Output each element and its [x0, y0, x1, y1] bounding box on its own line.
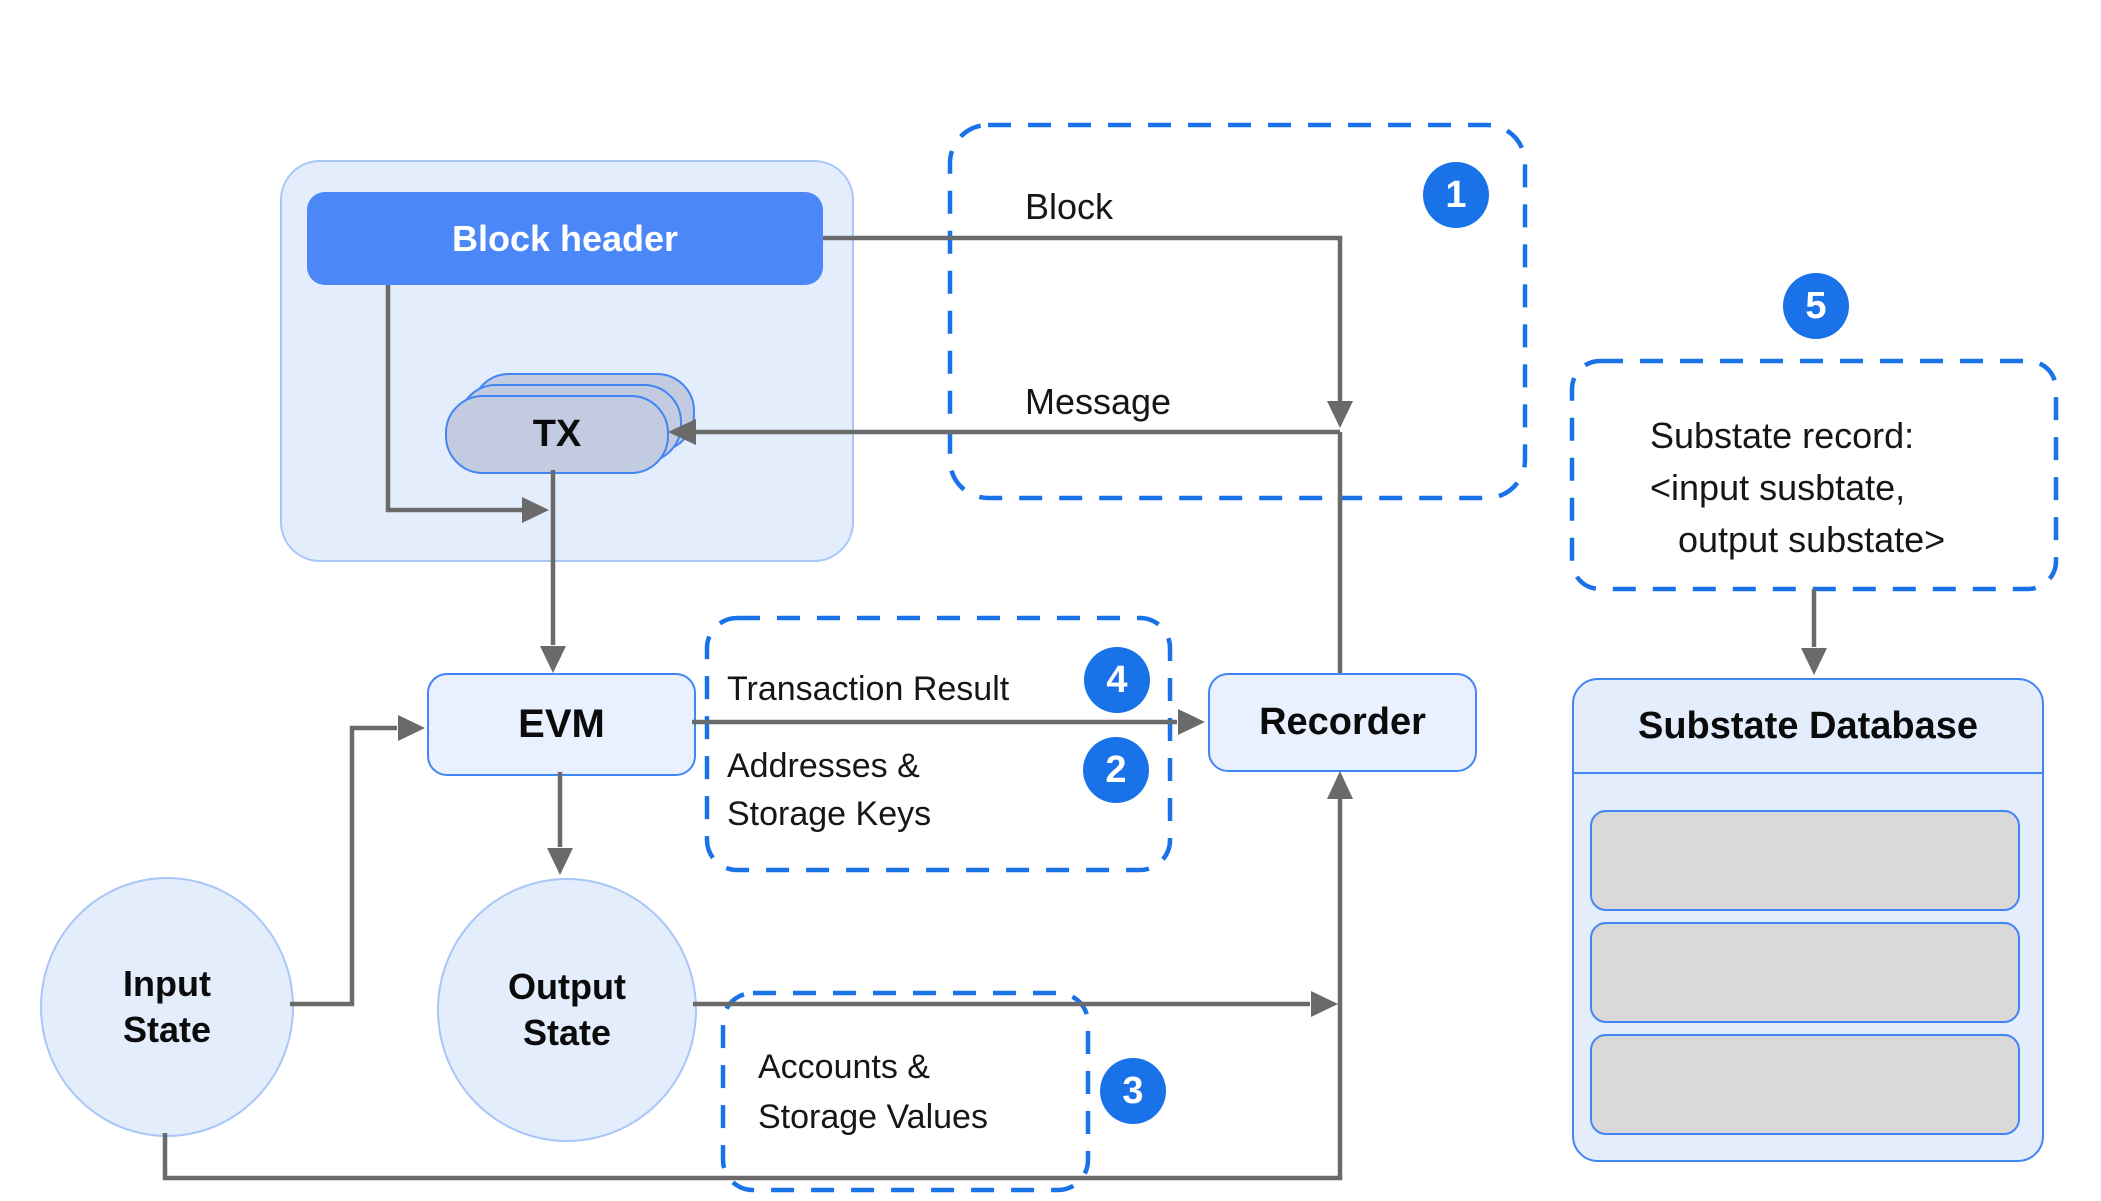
badge-4: 4	[1084, 647, 1150, 713]
group-box-1	[947, 122, 1528, 501]
substate-record-box-text: Substate record: <input susbtate, output…	[1650, 410, 1945, 566]
arrow-message-head	[668, 419, 696, 445]
group-box-2	[704, 615, 1173, 873]
evm-label: EVM	[518, 702, 605, 746]
badge-3: 3	[1100, 1058, 1166, 1124]
arrow-output-to-column-head	[1311, 991, 1338, 1017]
arrow-input-loop-to-recorder	[162, 799, 1343, 1181]
output-state-node: Output State	[437, 878, 697, 1142]
block-header-box: Block header	[307, 192, 823, 285]
arrow-evm-to-output-head	[547, 848, 573, 875]
arrow-header-to-tx	[385, 285, 522, 513]
badge-1-number: 1	[1445, 173, 1467, 216]
block-flow-label: Block	[1025, 186, 1114, 227]
addresses-storage-keys-label: Addresses & Storage Keys	[727, 747, 932, 833]
database-row	[1590, 1034, 2020, 1135]
accounts-storage-values-label: Accounts & Storage Values	[758, 1048, 988, 1136]
arrow-input-to-evm	[290, 725, 397, 1007]
arrow-evm-to-recorder-head	[1178, 709, 1205, 735]
input-state-label: Input State	[122, 963, 212, 1050]
group-box-3	[720, 990, 1091, 1193]
arrow-block	[823, 235, 1343, 401]
tx-label: TX	[532, 413, 582, 455]
database-row	[1590, 922, 2020, 1023]
arrow-block-head	[1327, 401, 1353, 428]
recorder-label: Recorder	[1259, 701, 1426, 743]
substate-record-line2: <input susbtate,	[1650, 467, 1906, 508]
substate-record-line3: output substate>	[1678, 519, 1946, 560]
badge-2-number: 2	[1105, 748, 1127, 791]
message-flow-label: Message	[1025, 381, 1172, 422]
database-row	[1590, 810, 2020, 911]
output-state-label: Output State	[508, 966, 626, 1053]
substate-record-line1: Substate record:	[1650, 415, 1915, 456]
recorder-node: Recorder	[1208, 673, 1477, 772]
badge-4-number: 4	[1106, 658, 1128, 701]
transaction-result-label: Transaction Result	[727, 670, 1010, 708]
substate-database-title: Substate Database	[1637, 704, 1978, 747]
arrow-input-loop-to-recorder-head	[1327, 771, 1353, 799]
badge-5-number: 5	[1805, 284, 1827, 327]
arrow-header-to-tx-head	[522, 497, 549, 523]
tx-stack-front: TX	[445, 395, 669, 474]
arrow-record-to-database-head	[1801, 648, 1827, 675]
badge-2: 2	[1083, 737, 1149, 803]
block-header-label: Block header	[451, 217, 679, 259]
substate-database: Substate Database	[1572, 678, 2044, 1162]
badge-1: 1	[1423, 162, 1489, 228]
substate-database-header: Substate Database	[1574, 680, 2042, 774]
arrow-input-to-evm-head	[398, 715, 425, 741]
arrow-tx-to-evm-head	[540, 646, 566, 673]
badge-5: 5	[1783, 273, 1849, 339]
badge-3-number: 3	[1122, 1069, 1144, 1112]
